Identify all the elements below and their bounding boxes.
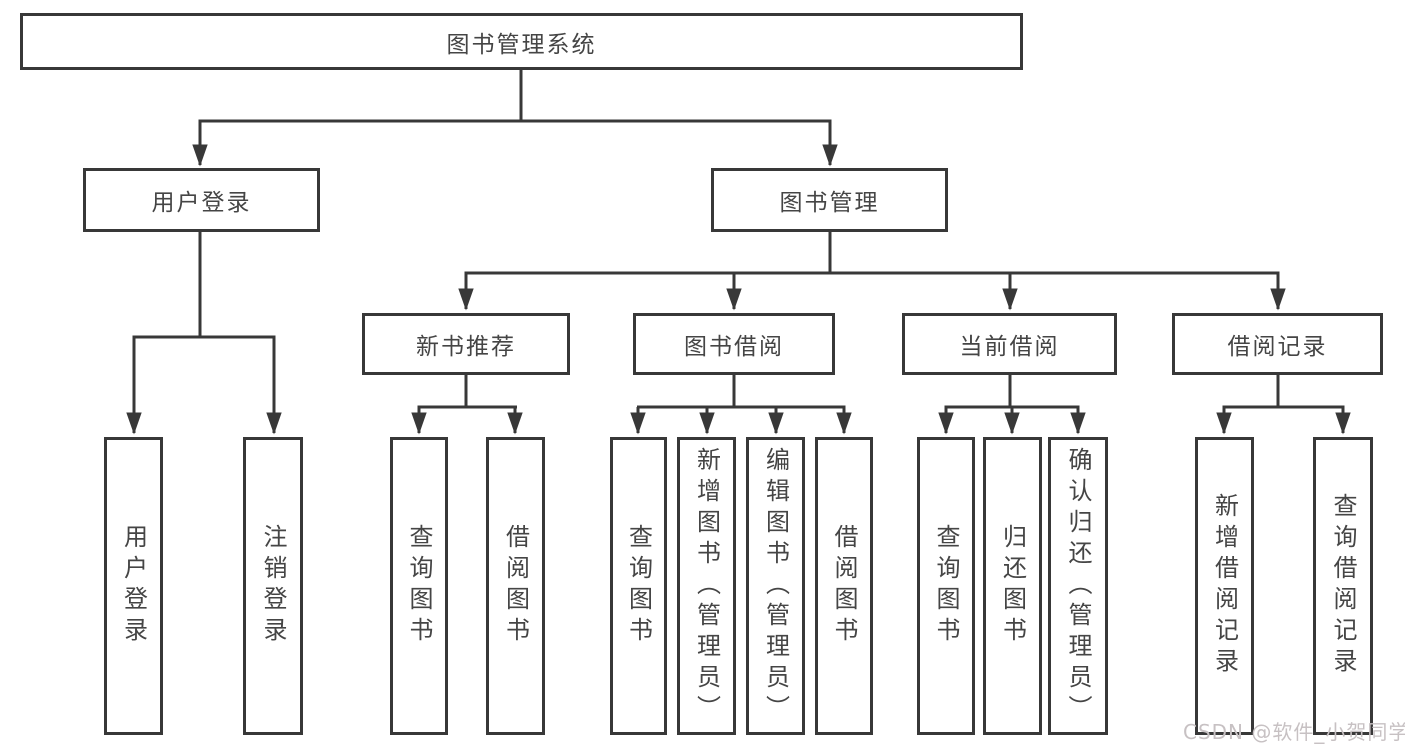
node-query-books-recommend: 查询图书 (390, 437, 448, 735)
node-label: 借阅记录 (1227, 334, 1328, 360)
node-logout-action: 注销登录 (243, 437, 303, 735)
node-borrow-books-action: 借阅图书 (815, 437, 873, 735)
node-book-borrow: 图书借阅 (633, 313, 835, 375)
node-return-books: 归还图书 (983, 437, 1042, 735)
node-label: 查询图书 (405, 524, 433, 648)
node-label: 注销登录 (259, 524, 287, 648)
watermark: CSDN @软件_小贺同学 (1183, 720, 1405, 744)
node-label: 查询图书 (932, 524, 960, 648)
node-label: 查询借阅记录 (1329, 493, 1357, 679)
node-library-system: 图书管理系统 (20, 13, 1023, 70)
node-query-books-borrow: 查询图书 (610, 437, 667, 735)
node-label: 编辑图书（管理员） (761, 446, 790, 726)
node-label: 图书管理系统 (446, 31, 597, 58)
node-edit-books-admin: 编辑图书（管理员） (746, 437, 805, 735)
node-current-borrow: 当前借阅 (902, 313, 1117, 375)
node-label: 借阅图书 (501, 524, 530, 648)
node-confirm-return-admin: 确认归还（管理员） (1048, 437, 1108, 735)
node-book-management: 图书管理 (711, 168, 948, 232)
node-label: 新增图书（管理员） (692, 446, 721, 726)
node-new-book-recommend: 新书推荐 (362, 313, 570, 375)
node-label: 新增借阅记录 (1210, 493, 1239, 679)
node-borrow-records: 借阅记录 (1172, 313, 1383, 375)
node-label: 确认归还（管理员） (1064, 446, 1092, 726)
node-user-login: 用户登录 (83, 168, 320, 232)
node-user-login-action: 用户登录 (104, 437, 163, 735)
node-add-borrow-record: 新增借阅记录 (1195, 437, 1254, 735)
node-query-books-current: 查询图书 (917, 437, 975, 735)
node-label: 借阅图书 (830, 524, 858, 648)
node-label: 图书管理 (779, 190, 880, 216)
node-label: 新书推荐 (416, 334, 516, 360)
node-label: 归还图书 (998, 524, 1027, 648)
node-borrow-books-recommend: 借阅图书 (486, 437, 545, 735)
node-label: 查询图书 (624, 524, 653, 648)
node-label: 图书借阅 (684, 334, 784, 360)
node-query-borrow-record: 查询借阅记录 (1313, 437, 1373, 735)
node-label: 用户登录 (119, 524, 148, 648)
node-label: 用户登录 (151, 190, 252, 216)
node-label: 当前借阅 (959, 334, 1060, 360)
node-add-books-admin: 新增图书（管理员） (677, 437, 736, 735)
